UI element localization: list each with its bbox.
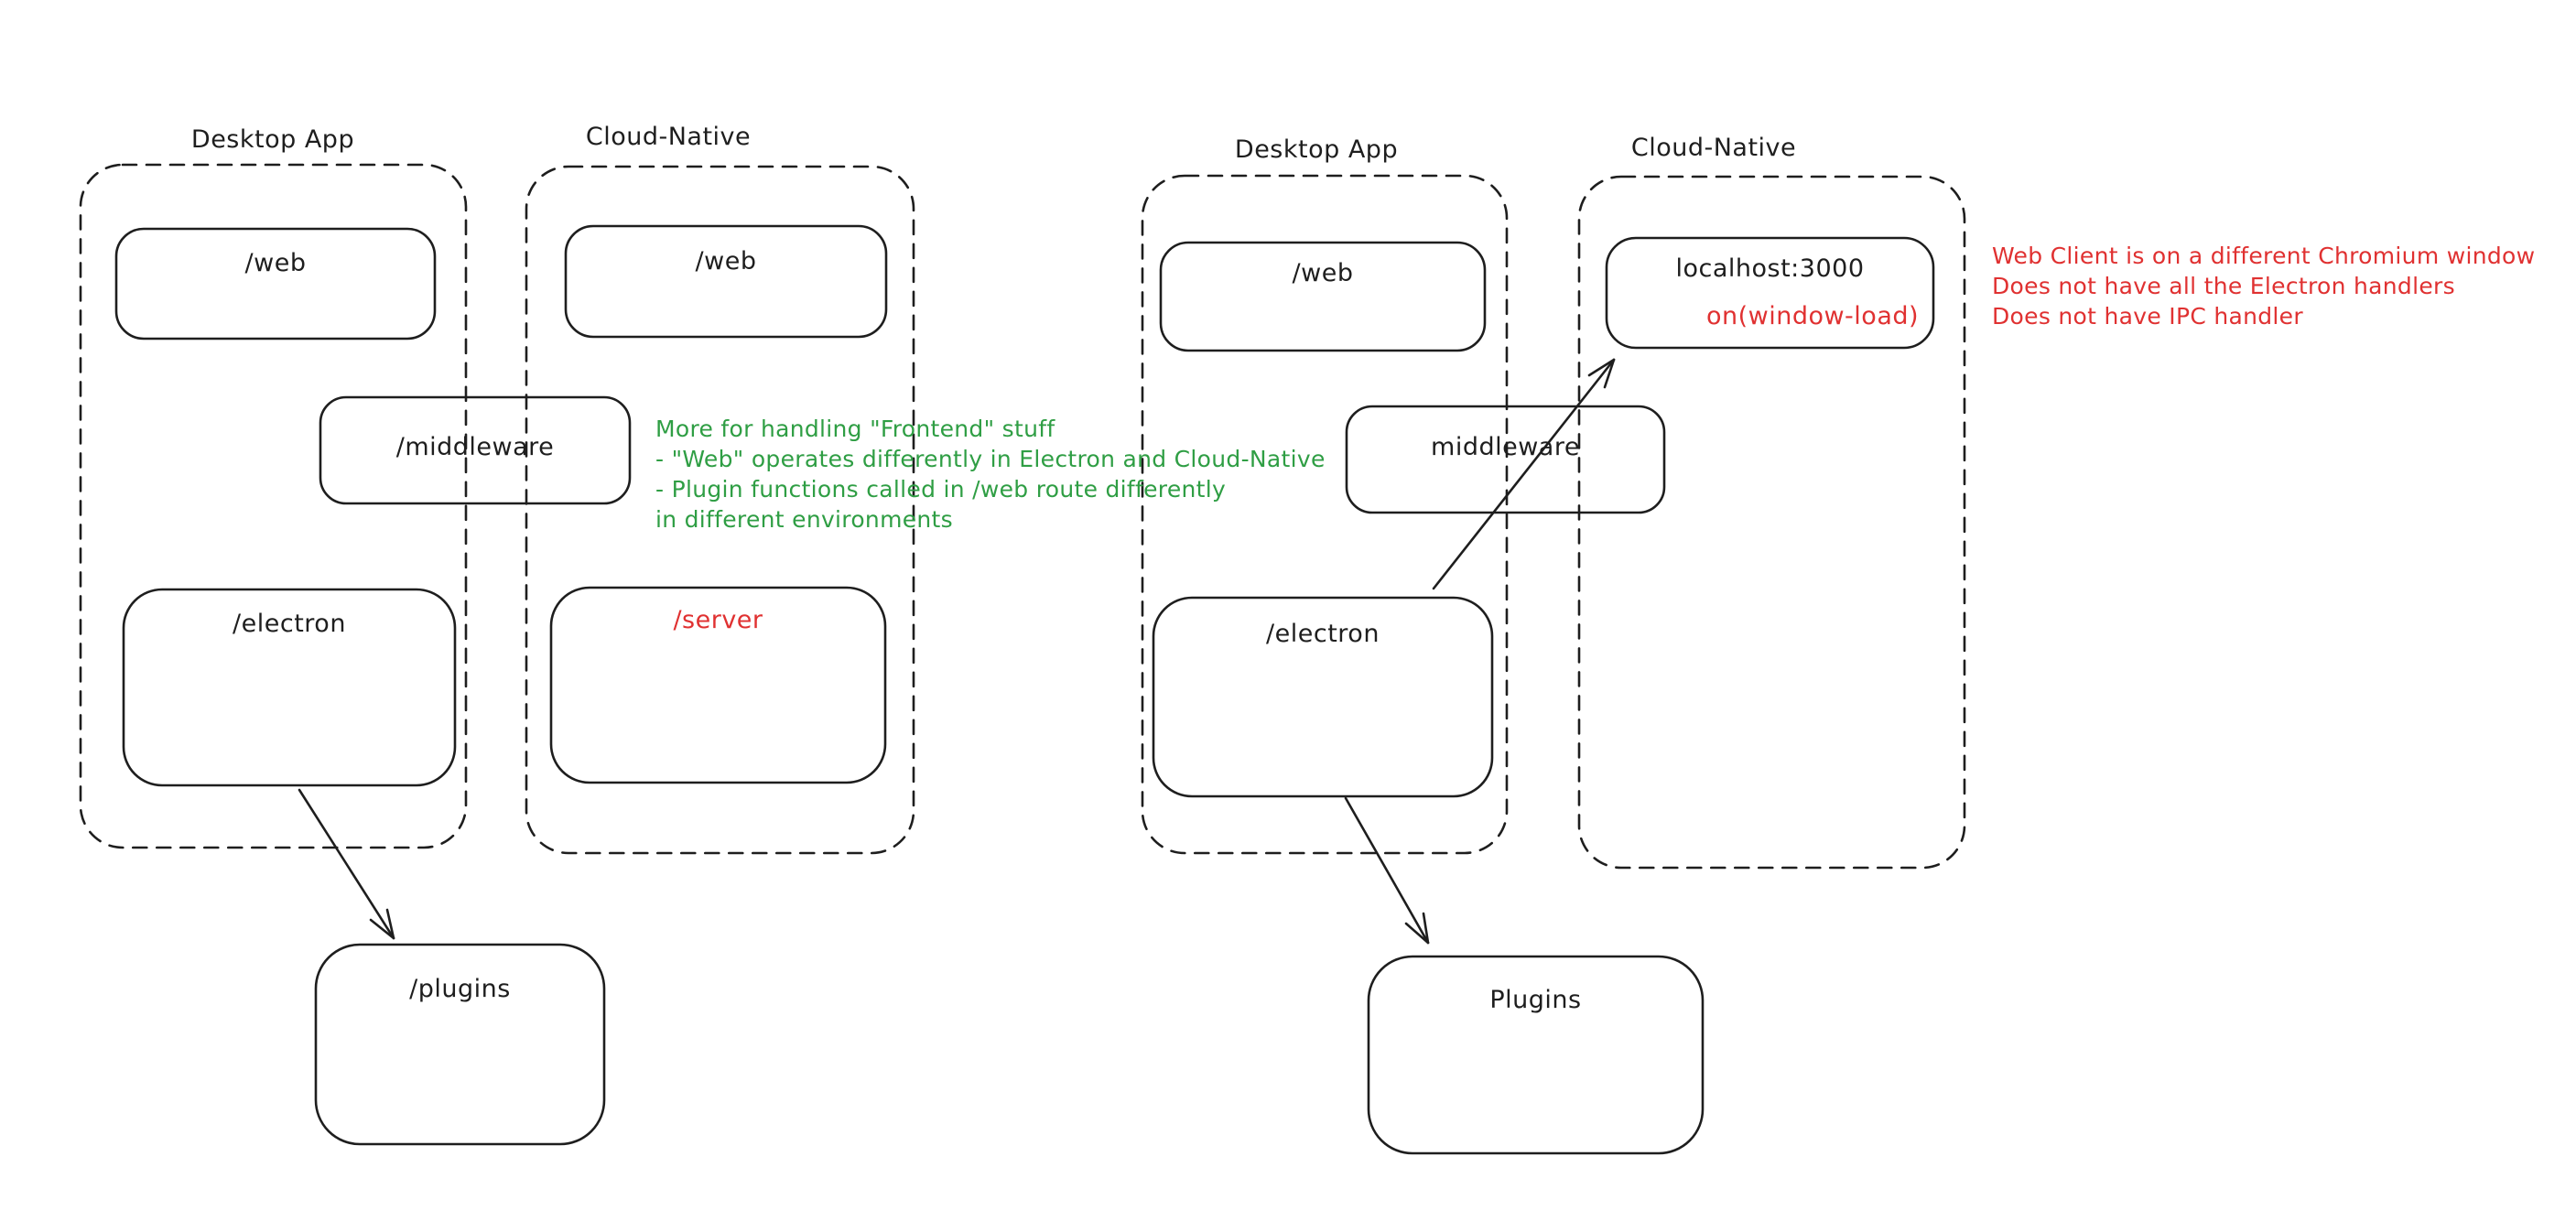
left-middleware-box	[319, 395, 632, 505]
red-annotation-line-3: Does not have IPC handler	[1992, 303, 2303, 330]
left-web-cloud-box	[564, 224, 888, 339]
arrow-electron-to-localhost	[1432, 358, 1616, 590]
arrow-electron-to-plugins-right	[1344, 796, 1430, 945]
left-desktop-app-label: Desktop App	[190, 125, 355, 154]
left-web-cloud-label: /web	[695, 247, 757, 276]
right-cloud-native-label: Cloud-Native	[1630, 134, 1797, 162]
right-window-load-label: on(window-load)	[1705, 302, 1920, 330]
right-localhost-label: localhost:3000	[1675, 254, 1865, 283]
red-annotation-line-1: Web Client is on a different Chromium wi…	[1992, 243, 2536, 269]
green-annotation-line-2: - "Web" operates differently in Electron…	[655, 446, 1326, 472]
left-plugins-box	[314, 943, 606, 1146]
left-electron-label: /electron	[233, 610, 346, 638]
left-cloud-native-label: Cloud-Native	[585, 123, 752, 151]
right-localhost-box	[1605, 236, 1935, 350]
left-web-desktop-label: /web	[244, 249, 307, 277]
green-annotation: More for handling "Frontend" stuff - "We…	[655, 414, 1326, 535]
left-middleware-label: /middleware	[395, 433, 555, 461]
left-server-label: /server	[673, 606, 763, 634]
green-annotation-line-3: - Plugin functions called in /web route …	[655, 476, 1227, 503]
left-desktop-app-container	[79, 163, 468, 849]
red-annotation: Web Client is on a different Chromium wi…	[1992, 241, 2535, 331]
red-annotation-line-2: Does not have all the Electron handlers	[1992, 273, 2455, 299]
green-annotation-line-1: More for handling "Frontend" stuff	[655, 416, 1055, 442]
left-cloud-native-container	[525, 165, 915, 855]
left-server-box	[549, 586, 887, 784]
right-electron-label: /electron	[1266, 620, 1380, 648]
right-plugins-label: Plugins	[1489, 986, 1582, 1014]
right-plugins-box	[1367, 955, 1705, 1155]
arrow-electron-to-plugins-left	[298, 788, 395, 940]
green-annotation-line-4: in different environments	[655, 506, 953, 533]
right-cloud-native-container	[1577, 175, 1966, 870]
left-plugins-label: /plugins	[409, 975, 511, 1003]
right-web-label: /web	[1292, 259, 1354, 287]
left-electron-box	[122, 588, 457, 787]
left-web-desktop-box	[114, 227, 437, 340]
right-web-box	[1159, 241, 1487, 352]
right-desktop-app-container	[1141, 174, 1509, 855]
right-middleware-label: middleware	[1431, 433, 1580, 461]
right-electron-box	[1152, 596, 1494, 798]
right-middleware-box	[1345, 405, 1666, 514]
right-desktop-app-label: Desktop App	[1234, 135, 1399, 164]
